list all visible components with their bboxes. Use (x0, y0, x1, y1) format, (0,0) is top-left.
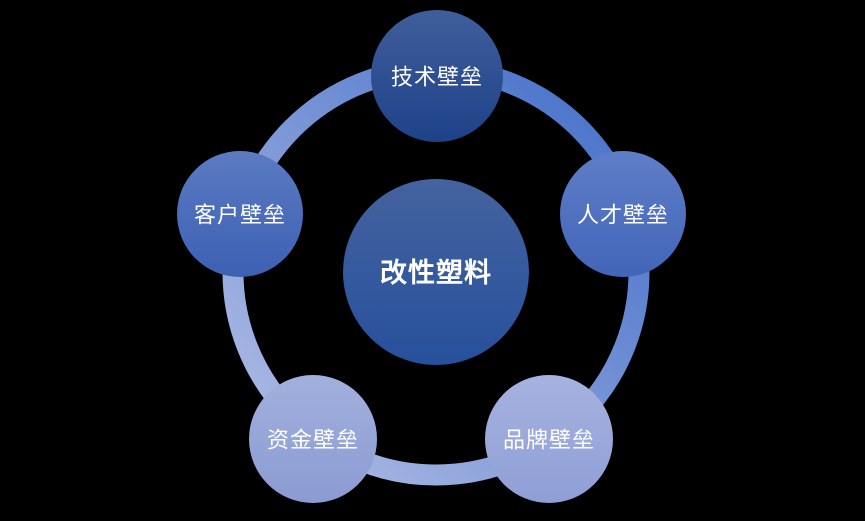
node-customer-circle (177, 151, 303, 277)
node-brand: 品牌壁垒 (485, 375, 613, 503)
node-customer: 客户壁垒 (177, 151, 303, 277)
node-technology: 技术壁垒 (371, 10, 503, 142)
node-talent-circle (560, 151, 686, 277)
node-center-circle (343, 179, 529, 365)
node-technology-label: 技术壁垒 (391, 65, 483, 90)
node-capital: 资金壁垒 (249, 375, 377, 503)
node-center: 改性塑料 (343, 179, 529, 365)
node-talent-label: 人才壁垒 (577, 203, 669, 228)
node-capital-circle (249, 375, 377, 503)
node-brand-label: 品牌壁垒 (503, 428, 595, 453)
node-brand-circle (485, 375, 613, 503)
node-capital-label: 资金壁垒 (267, 428, 359, 453)
node-customer-label: 客户壁垒 (194, 203, 286, 228)
node-center-label: 改性塑料 (380, 258, 492, 288)
node-technology-circle (371, 10, 503, 142)
node-talent: 人才壁垒 (560, 151, 686, 277)
